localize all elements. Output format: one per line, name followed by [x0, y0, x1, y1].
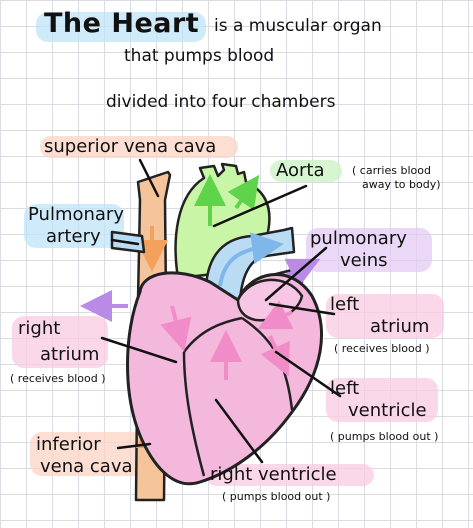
label-left-ventricle-2: ventricle [348, 400, 427, 421]
ra-highlight [12, 316, 108, 368]
la-highlight [326, 294, 444, 338]
pv-highlight [306, 228, 432, 272]
aorta-note-1: ( carries blood [352, 164, 431, 177]
label-pulmonary-artery-1: Pulmonary [28, 204, 124, 225]
label-superior-vena-cava: superior vena cava [44, 136, 217, 157]
subtitle: divided into four chambers [106, 92, 336, 112]
label-left-atrium-1: left [330, 294, 360, 315]
label-inferior-vena-cava-1: inferior [36, 434, 101, 455]
label-inferior-vena-cava-2: vena cava [40, 456, 133, 477]
label-right-atrium-1: right [18, 318, 61, 339]
left-ventricle-note: ( pumps blood out ) [330, 430, 439, 443]
label-left-atrium-2: atrium [370, 316, 430, 337]
label-left-ventricle-1: left [330, 378, 360, 399]
left-atrium-note: ( receives blood ) [334, 342, 430, 355]
label-pulmonary-veins-1: pulmonary [310, 228, 407, 249]
label-aorta: Aorta [276, 160, 325, 181]
label-pulmonary-artery-2: artery [46, 226, 101, 247]
label-right-ventricle: right ventricle [210, 464, 337, 485]
right-ventricle-note: ( pumps blood out ) [222, 490, 331, 503]
title-highlight [36, 12, 206, 42]
svc-highlight [40, 136, 238, 158]
lv-highlight [326, 378, 438, 422]
right-atrium-note: ( receives blood ) [10, 372, 106, 385]
aorta-note-2: away to body) [362, 178, 441, 191]
label-pulmonary-veins-2: veins [340, 250, 388, 271]
pa-highlight [24, 204, 124, 248]
rv-highlight [206, 464, 374, 486]
title-line-2: that pumps blood [124, 46, 275, 66]
label-right-atrium-2: atrium [40, 344, 100, 365]
title-line-1: is a muscular organ [214, 16, 382, 36]
ivc-highlight [30, 432, 144, 476]
aorta-highlight [270, 160, 342, 182]
page-title: The Heart [44, 8, 200, 39]
